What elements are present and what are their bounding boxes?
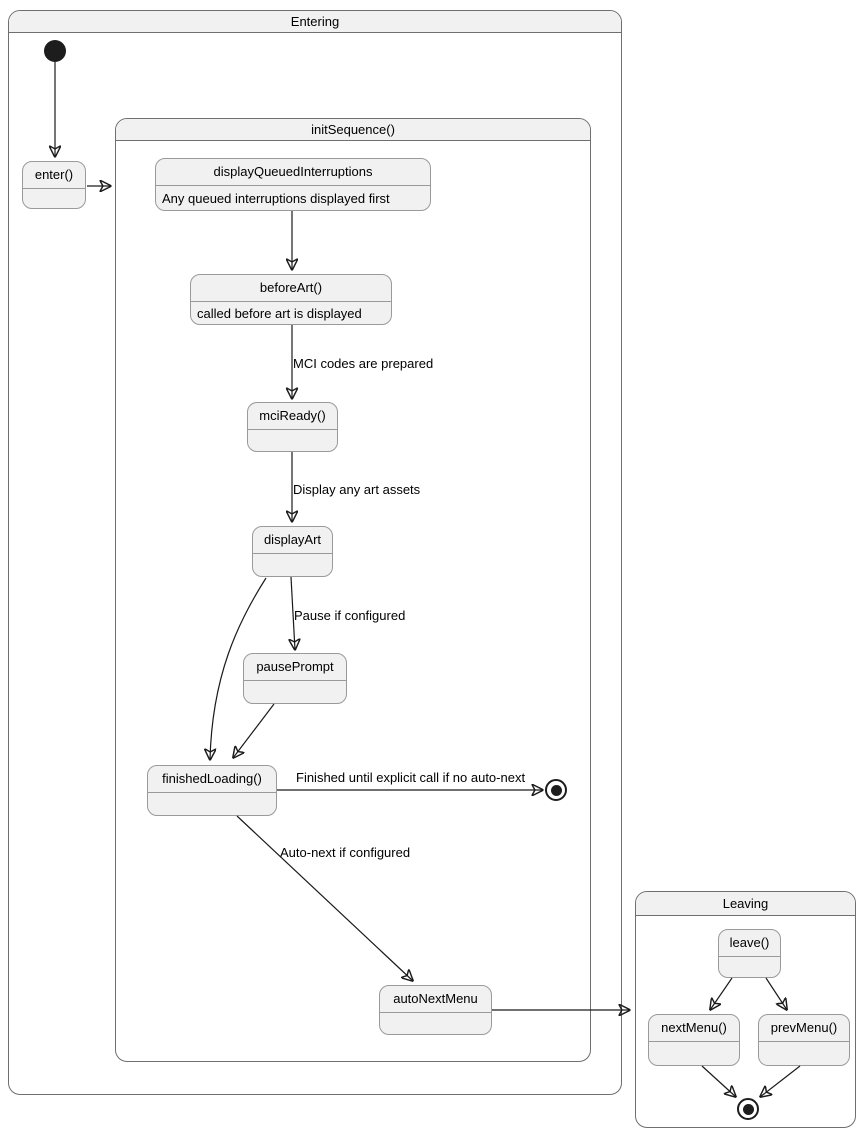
state-mci-ready-title: mciReady(): [259, 408, 326, 423]
state-leave-title: leave(): [729, 935, 770, 950]
container-entering-title: Entering: [9, 11, 621, 33]
state-mci-ready-description: [248, 429, 337, 451]
state-display-art-title: displayArt: [263, 532, 322, 547]
state-enter-title: enter(): [34, 167, 74, 182]
initial-state-icon: [44, 40, 66, 62]
state-prev-menu: prevMenu(): [758, 1014, 850, 1066]
state-next-menu: nextMenu(): [648, 1014, 740, 1066]
state-pause-prompt: pausePrompt: [243, 653, 347, 704]
state-finished-loading-description: [148, 792, 276, 815]
final-state-inner-dot: [550, 784, 562, 796]
edge-label-finished-until-explicit: Finished until explicit call if no auto-…: [296, 770, 526, 785]
state-auto-next-menu-description: [380, 1012, 491, 1034]
state-display-art-description: [253, 553, 332, 576]
state-pause-prompt-description: [244, 680, 346, 703]
state-display-art: displayArt: [252, 526, 333, 577]
edge-label-display-art-assets: Display any art assets: [293, 482, 421, 497]
state-enter-description: [23, 188, 85, 208]
state-leave: leave(): [718, 929, 781, 978]
state-prev-menu-title: prevMenu(): [770, 1020, 838, 1035]
edge-label-auto-next-if-configured: Auto-next if configured: [280, 845, 411, 860]
state-display-queued-interruptions: displayQueuedInterruptions Any queued in…: [155, 158, 431, 211]
final-state-leaving-icon: [737, 1098, 759, 1120]
state-before-art: beforeArt() called before art is display…: [190, 274, 392, 325]
state-leave-description: [719, 956, 780, 977]
state-pause-prompt-title: pausePrompt: [256, 659, 334, 674]
final-state-inner-dot: [742, 1103, 754, 1115]
state-before-art-description: called before art is displayed: [191, 301, 391, 324]
state-prev-menu-description: [759, 1041, 849, 1065]
container-leaving: Leaving: [635, 891, 856, 1128]
container-entering: Entering: [8, 10, 622, 1095]
state-display-queued-interruptions-title: displayQueuedInterruptions: [213, 164, 373, 179]
state-enter: enter(): [22, 161, 86, 209]
state-finished-loading-title: finishedLoading(): [162, 771, 262, 786]
edge-label-pause-if-configured: Pause if configured: [294, 608, 406, 623]
state-next-menu-description: [649, 1041, 739, 1065]
state-auto-next-menu: autoNextMenu: [379, 985, 492, 1035]
state-finished-loading: finishedLoading(): [147, 765, 277, 816]
container-init-sequence-title: initSequence(): [116, 119, 590, 141]
state-auto-next-menu-title: autoNextMenu: [393, 991, 478, 1006]
state-before-art-title: beforeArt(): [259, 280, 323, 295]
container-init-sequence: initSequence(): [115, 118, 591, 1062]
final-state-icon: [545, 779, 567, 801]
state-next-menu-title: nextMenu(): [661, 1020, 727, 1035]
edge-label-mci-codes: MCI codes are prepared: [293, 356, 434, 371]
state-mci-ready: mciReady(): [247, 402, 338, 452]
state-display-queued-interruptions-description: Any queued interruptions displayed first: [156, 185, 430, 210]
container-leaving-title: Leaving: [636, 892, 855, 916]
